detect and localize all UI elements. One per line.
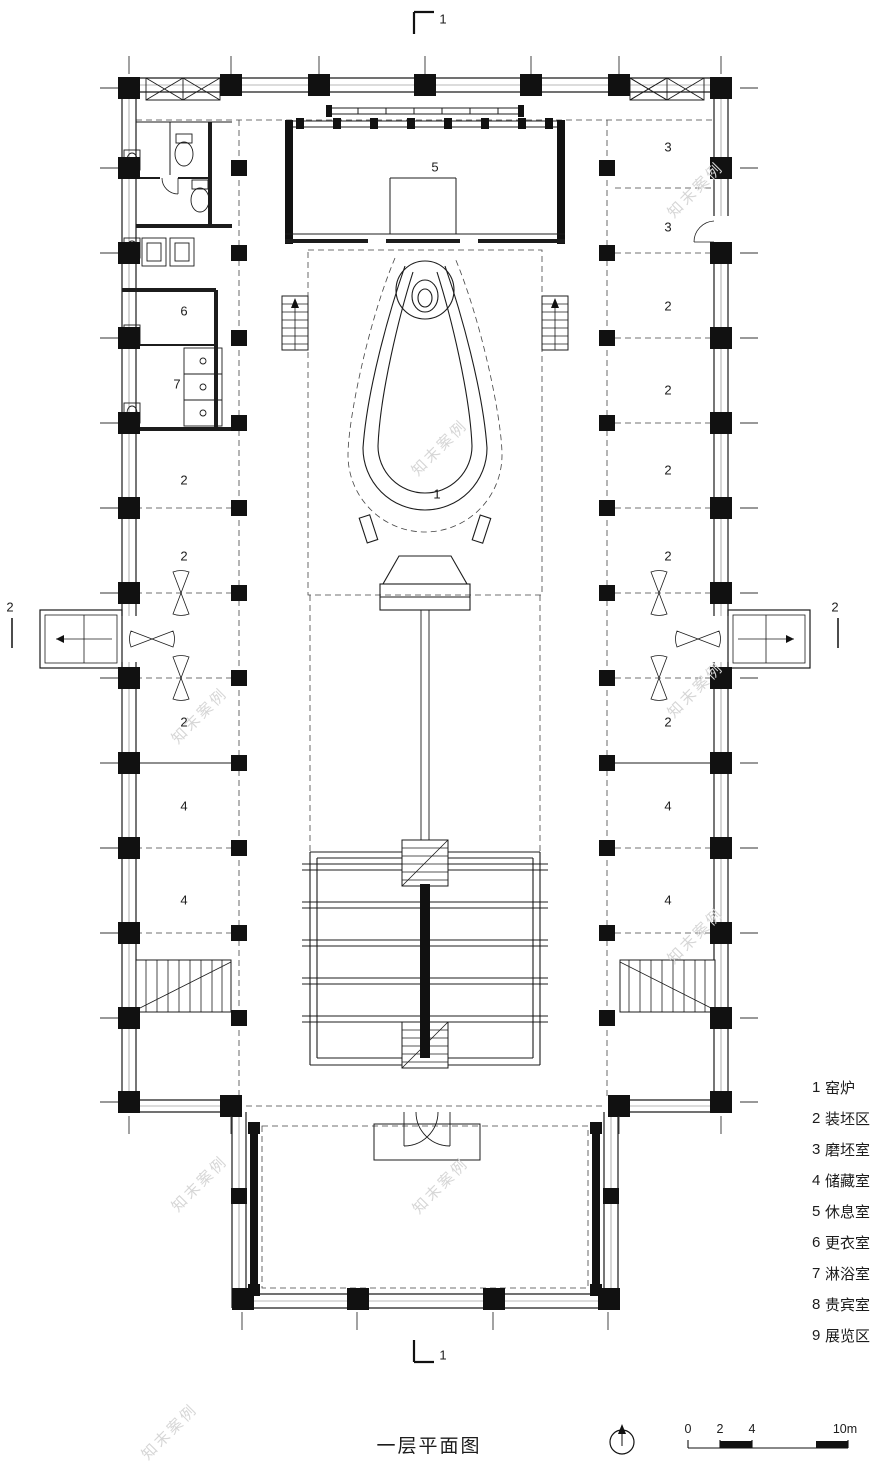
kiln-stair-left [281,295,309,351]
section-marks [11,10,839,1364]
room-label: 2 [664,714,672,730]
legend-item-label: 磨坯室 [825,1142,871,1159]
section-marker-left: 2 [6,599,14,615]
porch-left [39,609,139,669]
north-indicator [609,1424,635,1455]
legend-item-number: 8 [812,1296,821,1313]
room-label: 2 [664,462,672,478]
room-label: 3 [664,139,672,155]
drawing-title: 一层平面图 [376,1436,482,1457]
legend-item-label: 展览区 [825,1328,871,1345]
scale-tick-4: 4 [748,1421,756,1436]
legend-item-number: 5 [812,1203,821,1220]
swing-doors [129,570,721,701]
legend-item-number: 2 [812,1110,821,1127]
central-stair-top [401,839,449,887]
section-marker-top: 1 [439,11,447,27]
legend-item-number: 9 [812,1327,821,1344]
legend-item-number: 7 [812,1265,821,1282]
room-label: 2 [664,382,672,398]
room-label: 2 [180,714,188,730]
room-label: 4 [664,892,672,908]
scale-bar [687,1440,849,1449]
dashed-lines [136,119,714,1289]
section-bracket-bottom [412,1340,434,1364]
room-label: 4 [180,892,188,908]
scale-tick-2: 2 [716,1421,724,1436]
room-label: 4 [180,798,188,814]
entrance-double-door [403,1111,451,1147]
legend-item-label: 储藏室 [825,1173,871,1190]
scale-tick-0: 0 [684,1421,692,1436]
kiln-stair-right [541,295,569,351]
room-label: 2 [664,548,672,564]
scale-tick-10m: 10m [832,1421,858,1436]
kiln [358,260,492,842]
porch-right [711,609,811,669]
section-marker-bottom: 1 [439,1347,447,1363]
legend-item-number: 1 [812,1079,821,1096]
legend-item-number: 3 [812,1141,821,1158]
room-label: 3 [664,219,672,235]
kiln-flue [420,610,430,842]
lounge-room [285,105,565,244]
grid-ticks [100,56,758,1330]
stepped-block [302,839,548,1069]
legend-item-label: 淋浴室 [825,1266,871,1283]
legend-item-label: 窑炉 [825,1080,856,1097]
room-label: 7 [173,376,181,392]
room-label: 6 [180,303,188,319]
room-label: 2 [664,298,672,314]
legend-item-label: 贵宾室 [825,1297,871,1314]
section-bracket-top [412,10,434,34]
legend-item-label: 更衣室 [825,1235,871,1252]
room-label: 2 [180,472,188,488]
side-stair-right [619,959,716,1013]
room-label: 2 [180,548,188,564]
skylight-boxes [145,77,705,101]
legend-item-number: 4 [812,1172,821,1189]
side-stair-left [135,959,232,1013]
room-label: 4 [664,798,672,814]
section-marker-right: 2 [831,599,839,615]
door-room3 [693,216,731,244]
legend-item-number: 6 [812,1234,821,1251]
central-wall [420,884,430,1058]
legend-item-label: 休息室 [825,1204,871,1221]
legend-item-label: 装坯区 [825,1111,871,1128]
entrance-hall [248,1111,602,1296]
room-label: 5 [431,159,439,175]
room-label-kiln: 1 [433,486,441,502]
